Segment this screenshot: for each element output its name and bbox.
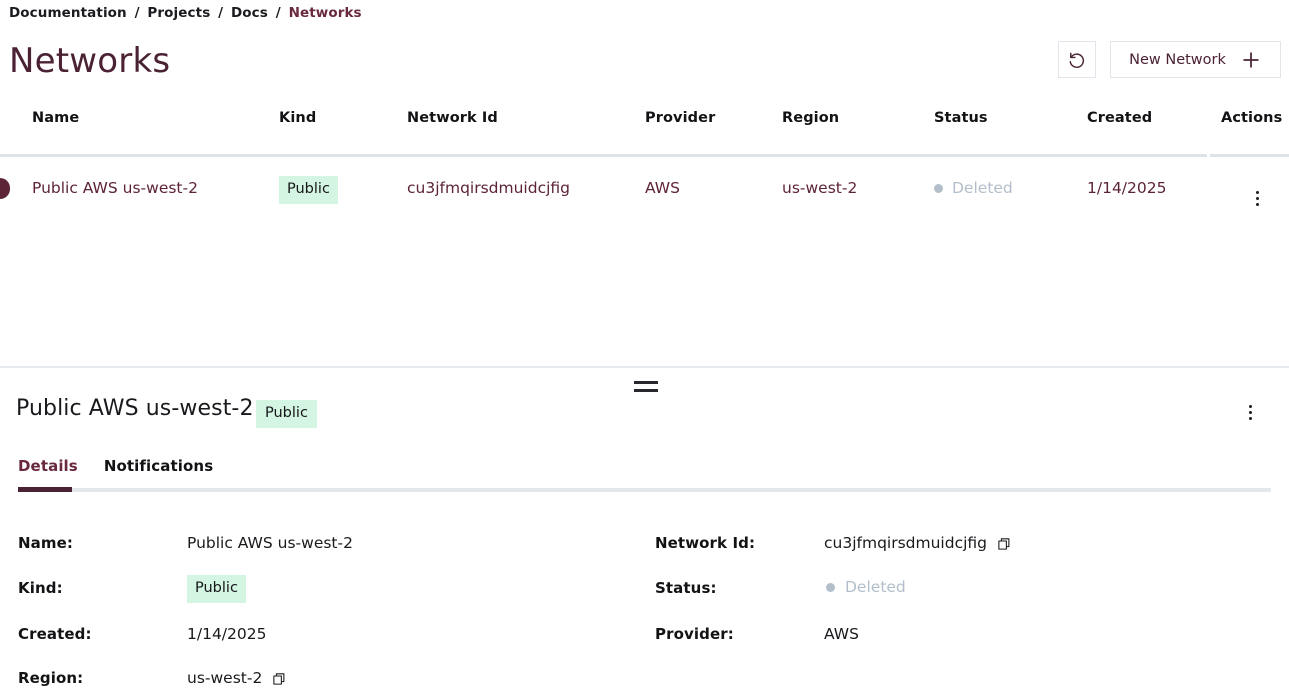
cell-status: Deleted <box>934 179 1013 197</box>
field-value-network-id: cu3jfmqirsdmuidcjfig <box>824 534 1012 552</box>
new-network-label: New Network <box>1129 51 1226 68</box>
refresh-button[interactable] <box>1058 41 1096 78</box>
field-value-status: Deleted <box>826 578 906 596</box>
field-label-name: Name: <box>18 534 73 552</box>
refresh-ccw-icon <box>1069 52 1084 68</box>
breadcrumb-item-docs[interactable]: Docs <box>230 5 268 21</box>
kind-badge: Public <box>279 176 338 204</box>
status-dot-icon <box>934 183 943 193</box>
field-label-created: Created: <box>18 625 92 643</box>
breadcrumb-item-projects[interactable]: Projects <box>147 5 211 21</box>
cell-provider: AWS <box>645 179 680 197</box>
breadcrumb-separator: / <box>134 5 140 21</box>
column-header-status[interactable]: Status <box>934 110 988 126</box>
detail-panel-title: Public AWS us-west-2 <box>16 396 254 421</box>
drag-handle-icon[interactable] <box>634 381 658 392</box>
column-header-kind[interactable]: Kind <box>279 110 317 126</box>
tab-divider <box>18 488 1271 492</box>
column-header-actions: Actions <box>1221 110 1283 126</box>
column-header-name[interactable]: Name <box>32 110 80 126</box>
status-dot-icon <box>826 582 835 592</box>
field-value-region-text: us-west-2 <box>187 669 263 687</box>
field-value-status-text: Deleted <box>845 578 906 596</box>
table-header-divider <box>0 154 1207 157</box>
panel-divider <box>0 366 1289 368</box>
breadcrumb-separator: / <box>218 5 224 21</box>
detail-panel-badge: Public <box>256 400 317 428</box>
cell-kind: Public <box>279 176 338 204</box>
row-actions-kebab-menu-icon[interactable] <box>1253 188 1262 209</box>
column-header-provider[interactable]: Provider <box>645 110 716 126</box>
detail-actions-kebab-menu-icon[interactable] <box>1246 402 1255 423</box>
breadcrumb-separator: / <box>275 5 281 21</box>
tab-notifications[interactable]: Notifications <box>103 457 214 475</box>
detail-tabs: Details Notifications <box>18 457 213 475</box>
field-label-status: Status: <box>655 579 717 597</box>
field-label-provider: Provider: <box>655 625 734 643</box>
cell-network-id: cu3jfmqirsdmuidcjfig <box>407 179 570 197</box>
field-value-kind: Public <box>187 575 246 603</box>
table-row[interactable]: Public AWS us-west-2 Public cu3jfmqirsdm… <box>0 165 1289 230</box>
column-header-created[interactable]: Created <box>1087 110 1153 126</box>
plus-icon <box>1243 51 1259 68</box>
table-header-divider-actions <box>1210 154 1289 157</box>
field-label-network-id: Network Id: <box>655 534 756 552</box>
tab-details[interactable]: Details <box>18 457 78 475</box>
breadcrumb: Documentation / Projects / Docs / Networ… <box>9 5 362 21</box>
column-header-region[interactable]: Region <box>782 110 840 126</box>
page-title: Networks <box>9 41 171 81</box>
copy-icon[interactable] <box>997 536 1012 551</box>
row-selected-indicator <box>0 178 10 199</box>
status-label: Deleted <box>952 179 1013 197</box>
field-value-provider: AWS <box>824 625 859 643</box>
detail-kind-badge: Public <box>256 400 317 428</box>
column-header-network-id[interactable]: Network Id <box>407 110 498 126</box>
networks-table: Name Kind Network Id Provider Region Sta… <box>0 110 1289 367</box>
field-label-kind: Kind: <box>18 579 63 597</box>
breadcrumb-item-documentation[interactable]: Documentation <box>9 5 127 21</box>
field-value-created: 1/14/2025 <box>187 625 267 643</box>
cell-created: 1/14/2025 <box>1087 179 1167 197</box>
field-value-region: us-west-2 <box>187 669 287 687</box>
copy-icon[interactable] <box>272 671 287 686</box>
detail-kind-value-badge: Public <box>187 575 246 603</box>
tab-active-underline <box>18 487 72 492</box>
field-value-name: Public AWS us-west-2 <box>187 534 353 552</box>
cell-region: us-west-2 <box>782 179 858 197</box>
cell-name: Public AWS us-west-2 <box>32 179 198 197</box>
field-label-region: Region: <box>18 669 84 687</box>
breadcrumb-item-networks[interactable]: Networks <box>288 5 362 21</box>
field-value-network-id-text: cu3jfmqirsdmuidcjfig <box>824 534 987 552</box>
new-network-button[interactable]: New Network <box>1110 41 1281 78</box>
